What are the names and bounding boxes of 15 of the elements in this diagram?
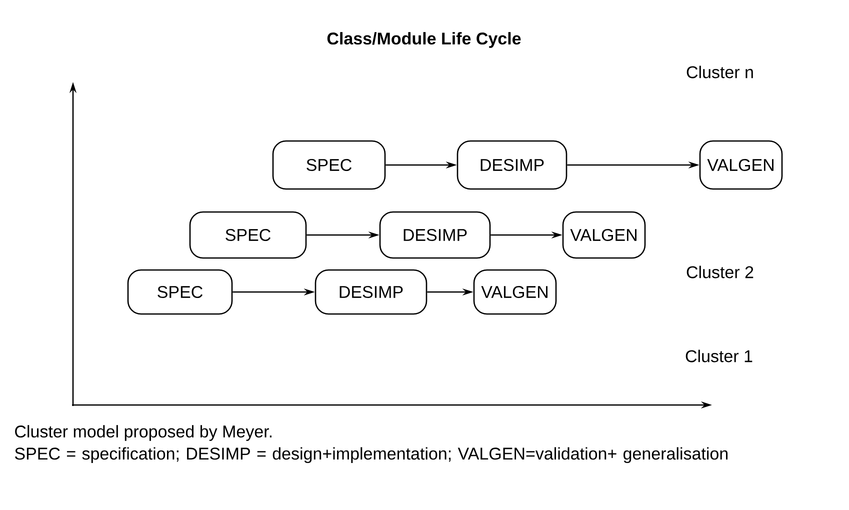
definition-text: SPEC = specification; DESIMP = design+implementation; VALGEN=validation+ generalisation	[14, 447, 728, 464]
process-box: SPEC	[127, 269, 233, 315]
process-box: DESIMP	[379, 211, 491, 259]
process-box: SPEC	[272, 140, 386, 190]
process-box: VALGEN	[562, 211, 646, 259]
process-box: DESIMP	[456, 140, 568, 190]
cluster-label: Cluster 2	[686, 266, 754, 278]
title: Class/Module Life Cycle	[327, 32, 521, 48]
cluster-label: Cluster n	[686, 66, 753, 78]
caption: Cluster model proposed by Meyer.	[15, 425, 272, 441]
process-box: VALGEN	[699, 140, 783, 190]
cluster-label: Cluster 1	[686, 350, 752, 362]
process-box: DESIMP	[314, 269, 428, 315]
process-box: SPEC	[189, 211, 307, 259]
process-box: VALGEN	[473, 269, 557, 315]
